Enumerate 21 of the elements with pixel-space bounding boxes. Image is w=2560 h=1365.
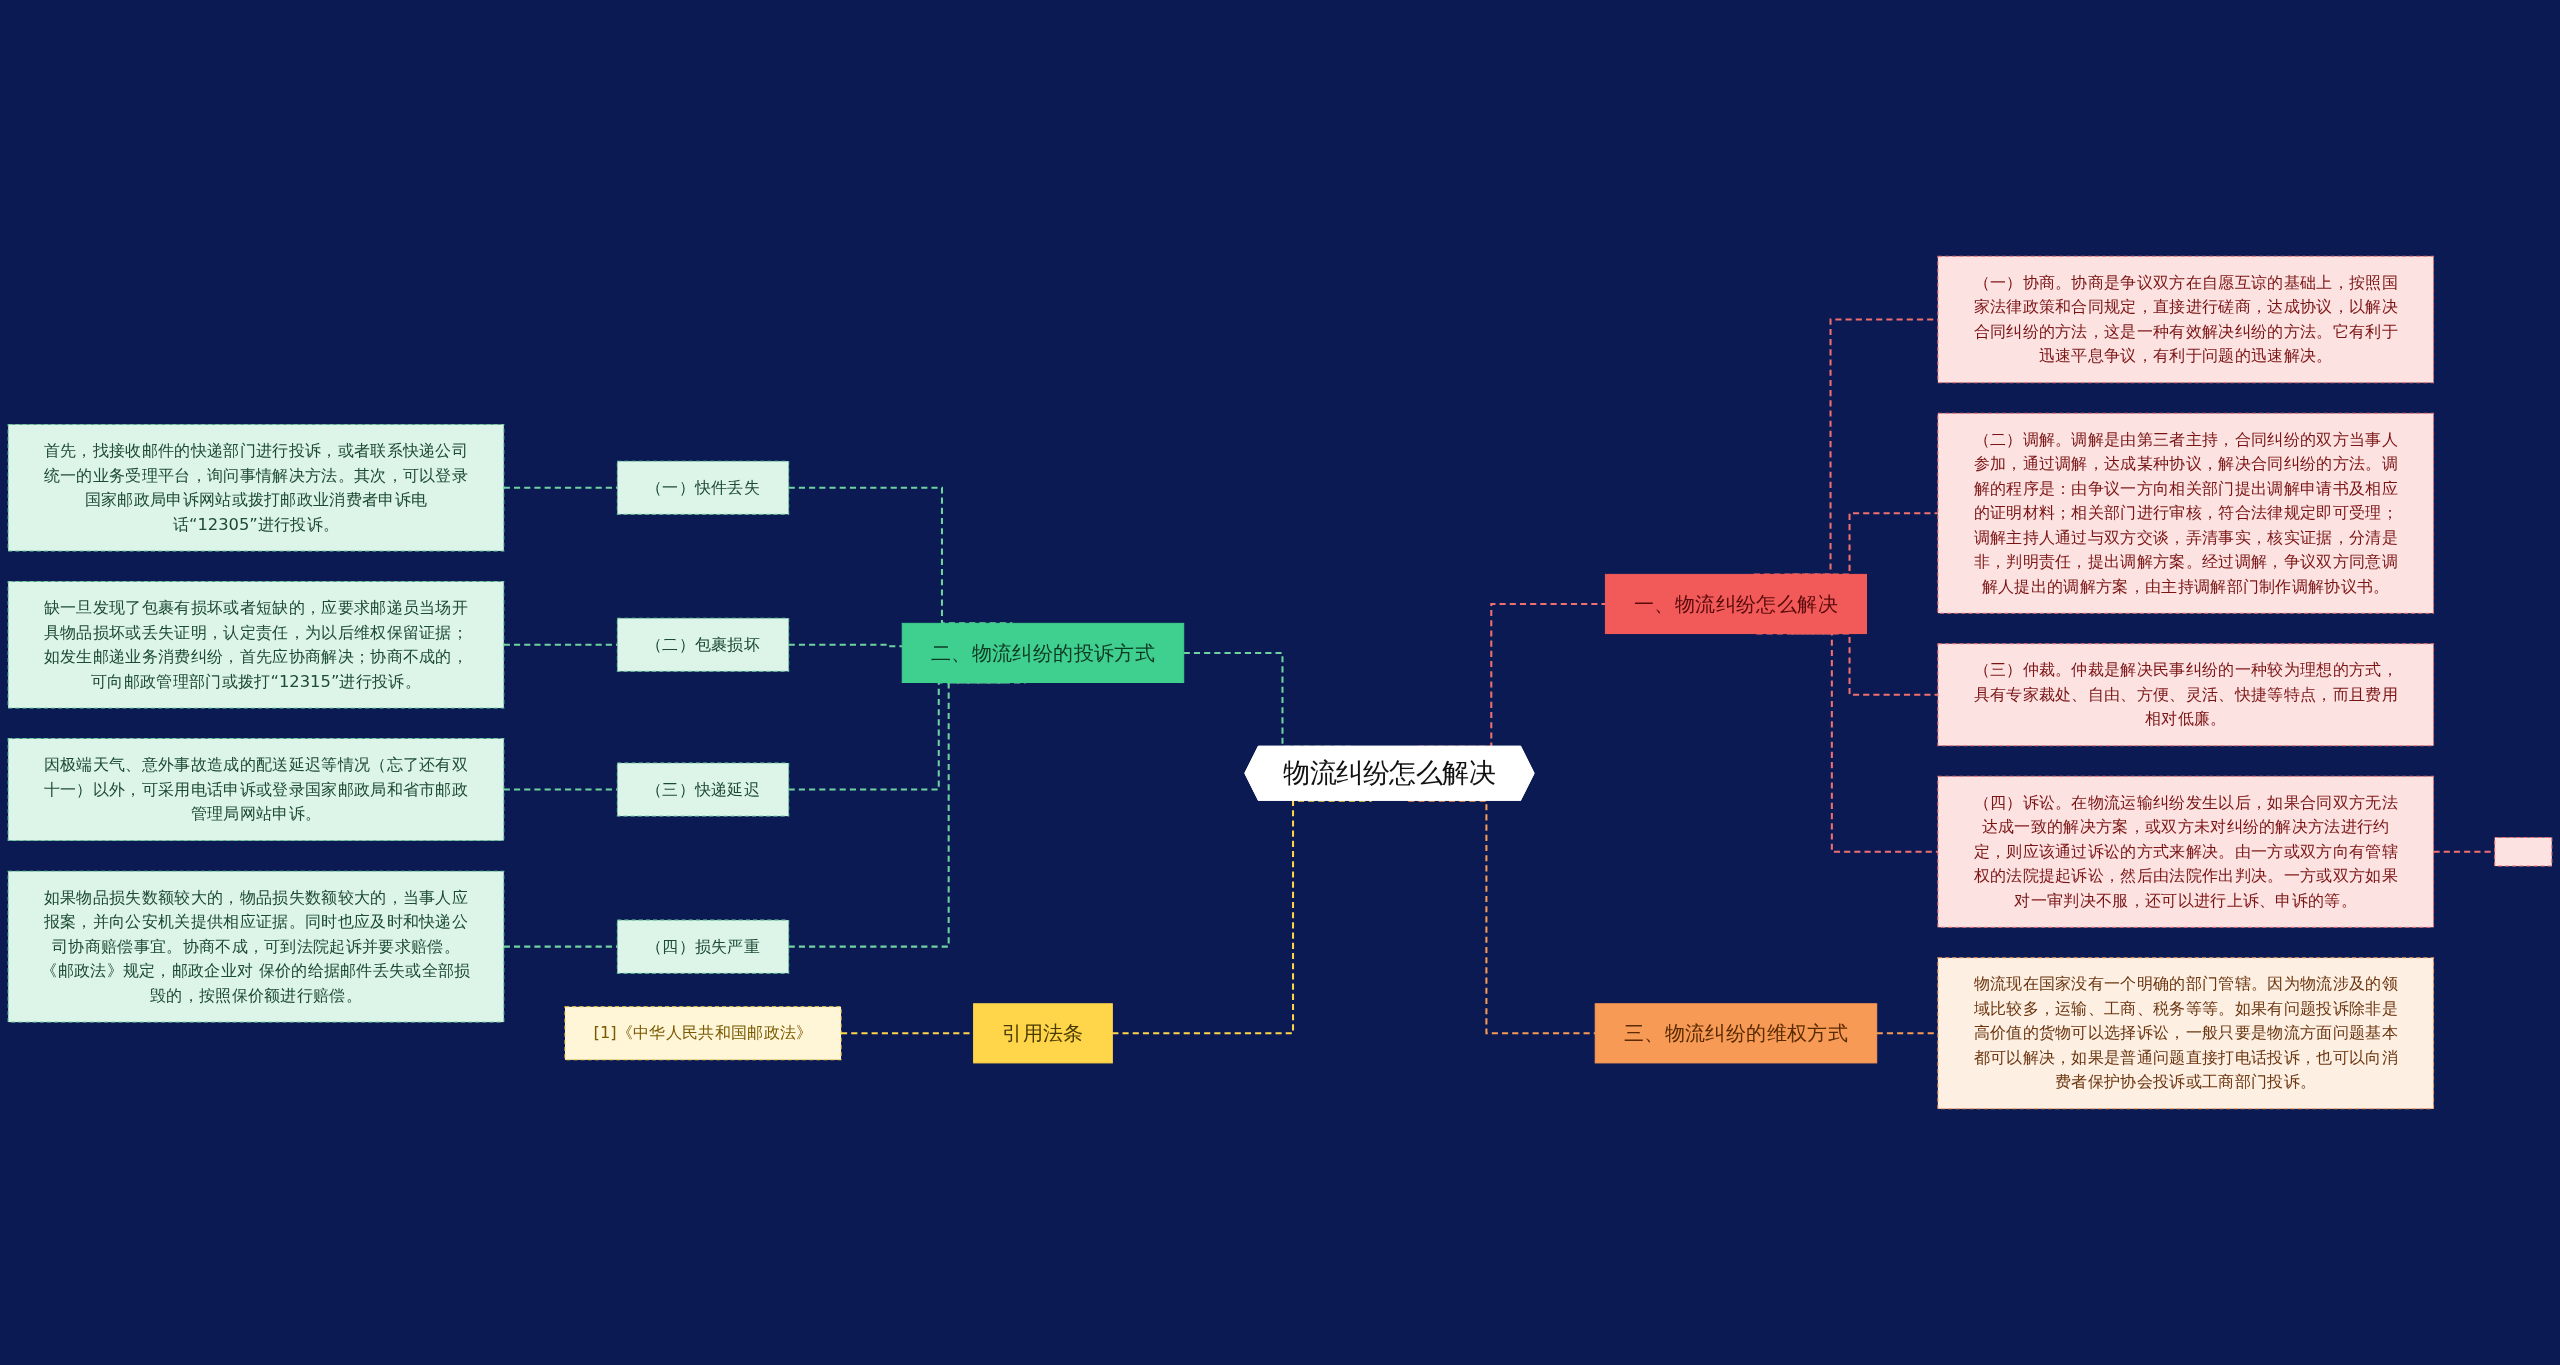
topic-box: （三）快递延迟 [616, 762, 790, 817]
topic-box: 二、物流纠纷的投诉方式 [901, 622, 1185, 683]
topic-box: 一、物流纠纷怎么解决 [1604, 573, 1867, 635]
topic-box: 首先，找接收邮件的快递部门进行投诉，或者联系快递公司统一的业务受理平台，询问事情解决方法。其次，可以登录国家邮政局申诉网站或拨打邮政业消费者申诉电话“12305”进行投诉。 [7, 423, 505, 552]
topic-box: （一）快件丢失 [616, 460, 790, 515]
topic-box: 因极端天气、意外事故造成的配送延迟等情况（忘了还有双十一）以外，可采用电话申诉或登录国家邮政局和省市邮政管理局网站申诉。 [7, 738, 505, 842]
topic-box: [1]《中华人民共和国邮政法》 [564, 1006, 842, 1061]
topic-box: （二）包裹损坏 [616, 617, 790, 672]
topic-box: 引用法条 [973, 1003, 1113, 1064]
topic-box: （一）协商。协商是争议双方在自愿互谅的基础上，按照国家法律政策和合同规定，直接进行磋商，达成协议，以解决合同纠纷的方法，这是一种有效解决纠纷的方法。它有利于迅速平息争议，有利于问题的迅速解决。 [1937, 255, 2435, 384]
topic-box: （四）损失严重 [616, 919, 790, 974]
topic-box: （二）调解。调解是由第三者主持，合同纠纷的双方当事人参加，通过调解，达成某种协议，解决合同纠纷的方法。调解的程序是：由争议一方向相关部门提出调解申请书及相应的证明材料；相关部门进行审核，符合法律规定即可受理；调解主持人通过与双方交谈，弄清事实，核实证据，分清是非，判明责任，提出调解方案。经过调解，争议双方同意调解人提出的调解方案，由主持调解部门制作调解协议书。 [1937, 412, 2435, 614]
connector [788, 643, 903, 648]
topic-box: 如果物品损失数额较大的，物品损失数额较大的，当事人应报案，并向公安机关提供相应证据。同时也应及时和快递公司协商赔偿事宜。协商不成，可到法院起诉并要求赔偿。《邮政法》规定，邮政企业对 保价的给据邮件丢失或全部损毁的，按照保价额进行赔偿。 [7, 870, 505, 1023]
topic-box: 物流现在国家没有一个明确的部门管辖。因为物流涉及的领域比较多，运输、工商、税务等等。如果有问题投诉除非是高价值的货物可以选择诉讼，一般只要是物流方面问题基本都可以解决，如果是普通问题直接打电话投诉，也可以向消费者保护协会投诉或工商部门投诉。 [1937, 957, 2435, 1110]
topic-box: 缺一旦发现了包裹有损坏或者短缺的，应要求邮递员当场开具物品损坏或丢失证明，认定责任，为以后维权保留证据；如发生邮递业务消费纠纷，首先应协商解决；协商不成的，可向邮政管理部门或拨打“12315”进行投诉。 [7, 581, 505, 709]
topic-box [2494, 837, 2553, 867]
topic-box: 三、物流纠纷的维权方式 [1594, 1003, 1878, 1064]
topic-box: 物流纠纷怎么解决 [1244, 745, 1535, 801]
topic-box: （四）诉讼。在物流运输纠纷发生以后，如果合同双方无法达成一致的解决方案，或双方未对纠纷的解决方法进行约定，则应该通过诉讼的方式来解决。由一方或双方向有管辖权的法院提起诉讼，然后由法院作出判决。一方或双方如果对一审判决不服，还可以进行上诉、申诉的等。 [1937, 775, 2435, 928]
topic-box: （三）仲裁。仲裁是解决民事纠纷的一种较为理想的方式，具有专家裁处、自由、方便、灵活、快捷等特点，而且费用相对低廉。 [1937, 643, 2435, 747]
